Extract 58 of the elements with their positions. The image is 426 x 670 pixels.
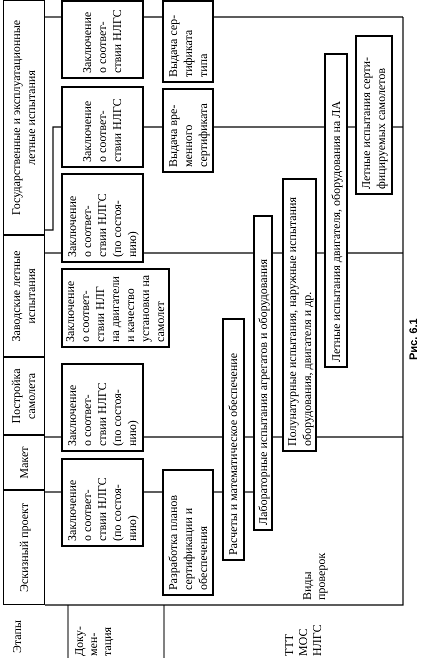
process-box	[253, 215, 273, 531]
node-text: Постройка самолета	[9, 367, 39, 426]
connector-line	[348, 252, 403, 254]
node-text: Летные испытания серти- фицируемых самолетов	[359, 56, 389, 189]
row-label: Доку- мен- тация	[72, 625, 114, 656]
figure-caption: Рис. 6.1	[408, 317, 421, 360]
connector-line	[45, 252, 61, 254]
row-label: Виды проверок	[300, 552, 328, 600]
process-box	[162, 469, 214, 596]
process-box	[282, 178, 317, 452]
process-box	[162, 0, 214, 83]
node-text: Заключение о соответ- ствии НЛГ на двигатели и качество установки на самолет	[63, 274, 168, 342]
connector-line	[214, 126, 324, 128]
node-text: Заключение о соответ- ствии НЛГС	[80, 8, 125, 73]
node-text: Расчеты и математическое обеспечение	[226, 352, 241, 555]
connector-line	[144, 252, 253, 254]
connector-line	[45, 491, 61, 493]
process-box	[61, 458, 144, 547]
process-box	[61, 86, 144, 168]
node-text: Полунатурные испытания, наружные испытания оборудования, двигателя и др.	[284, 196, 314, 446]
connector-line	[317, 436, 403, 438]
connector-line	[393, 126, 403, 128]
connector-line	[144, 16, 162, 18]
connector-line	[144, 491, 162, 493]
stage-box	[3, 357, 45, 435]
node-text: Разработка планов сертификации и обеспечения	[166, 494, 210, 590]
connector-line	[45, 16, 61, 18]
node-text: Летные испытания двигателя, оборудования на ЛА	[328, 100, 344, 362]
node-text: Заключение о соответ- ствии НЛГС (по состоя- нию)	[65, 476, 140, 541]
node-text: Выдача сер- тификата типа	[166, 14, 210, 77]
row-label: Этапы	[10, 619, 24, 653]
connector-line	[214, 16, 403, 18]
process-box	[61, 0, 144, 79]
stage-box	[3, 235, 45, 357]
connector-line	[144, 436, 222, 438]
node-text: Эскизный проект	[16, 503, 32, 592]
process-box	[61, 363, 144, 452]
node-text: Выдача вре- менного сертификата	[166, 102, 210, 167]
connector-line	[45, 436, 61, 438]
node-text: Заключение о соответ- ствии НЛГС (по состоя- нию)	[65, 192, 140, 257]
process-box	[61, 173, 144, 263]
process-box	[222, 318, 245, 561]
process-box	[162, 88, 214, 173]
node-text: Государственные и эксплуатационные летные испытания	[9, 18, 39, 218]
stage-box	[3, 490, 45, 605]
process-box	[61, 268, 170, 348]
node-text: Макет	[16, 446, 32, 479]
node-text: Заводские летные испытания	[9, 250, 39, 344]
row-label: ТТТ МОС НЛГС	[282, 623, 324, 656]
stage-box	[3, 0, 45, 235]
node-text: Заключение о соответ- ствии НЛГС (по состоя- нию)	[65, 381, 140, 446]
node-text: Заключение о соответ- ствии НЛГС	[80, 97, 125, 162]
node-text: Лабораторные испытания агрегатов и оборудования	[256, 259, 270, 525]
stage-box	[3, 435, 45, 490]
connector-line	[144, 126, 162, 128]
process-box	[324, 53, 348, 368]
connector-line	[45, 126, 61, 231]
process-box	[355, 35, 393, 195]
